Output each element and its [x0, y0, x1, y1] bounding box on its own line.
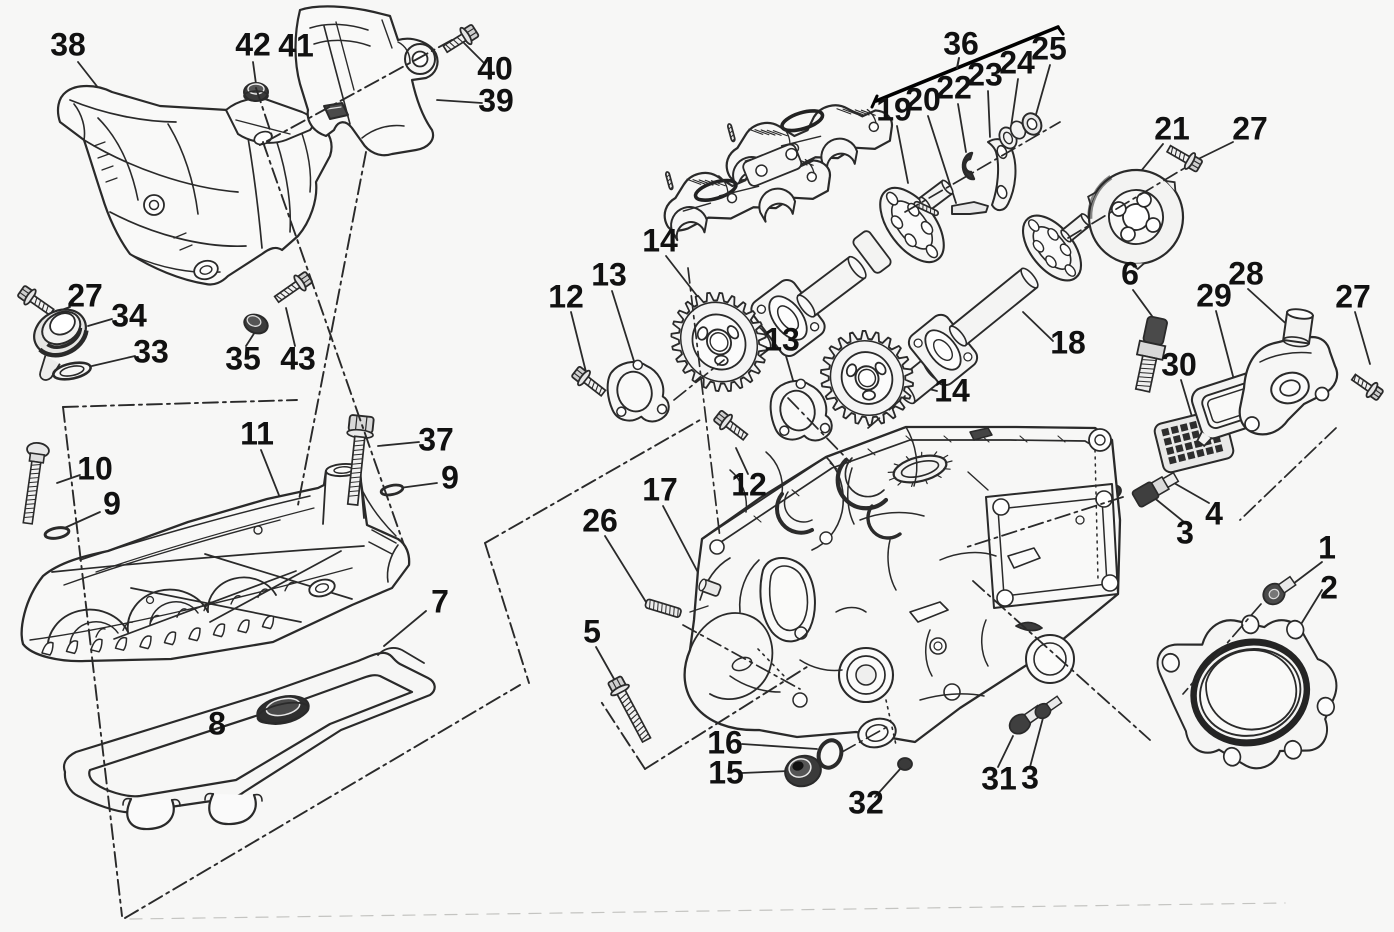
svg-text:41: 41 [278, 27, 314, 63]
svg-text:23: 23 [967, 56, 1003, 92]
svg-text:9: 9 [441, 459, 459, 495]
svg-text:26: 26 [582, 502, 618, 538]
svg-text:42: 42 [235, 26, 271, 62]
svg-text:18: 18 [1050, 324, 1086, 360]
svg-text:12: 12 [731, 466, 767, 502]
svg-text:12: 12 [548, 278, 584, 314]
svg-text:5: 5 [583, 613, 601, 649]
svg-text:33: 33 [133, 333, 169, 369]
svg-text:31: 31 [981, 760, 1017, 796]
svg-text:1: 1 [1318, 529, 1336, 565]
svg-text:3: 3 [1021, 759, 1039, 795]
svg-text:15: 15 [708, 754, 744, 790]
svg-text:40: 40 [477, 50, 513, 86]
svg-text:13: 13 [764, 321, 800, 357]
svg-text:37: 37 [418, 421, 454, 457]
svg-text:28: 28 [1228, 255, 1264, 291]
svg-text:17: 17 [642, 471, 678, 507]
svg-text:14: 14 [934, 372, 970, 408]
svg-text:2: 2 [1320, 569, 1338, 605]
svg-text:38: 38 [50, 26, 86, 62]
svg-text:35: 35 [225, 340, 261, 376]
svg-text:29: 29 [1196, 277, 1232, 313]
svg-text:14: 14 [642, 222, 678, 258]
svg-text:7: 7 [431, 583, 449, 619]
svg-text:43: 43 [280, 340, 316, 376]
svg-text:34: 34 [111, 297, 147, 333]
svg-text:21: 21 [1154, 110, 1190, 146]
svg-text:11: 11 [240, 415, 274, 451]
svg-text:32: 32 [848, 784, 884, 820]
svg-text:27: 27 [1232, 110, 1268, 146]
svg-text:6: 6 [1121, 255, 1139, 291]
svg-text:9: 9 [103, 485, 121, 521]
svg-text:30: 30 [1161, 346, 1197, 382]
svg-text:25: 25 [1031, 30, 1067, 66]
svg-text:27: 27 [1335, 278, 1371, 314]
svg-text:8: 8 [208, 705, 226, 741]
svg-text:27: 27 [67, 277, 103, 313]
svg-text:10: 10 [77, 450, 113, 486]
svg-text:39: 39 [478, 82, 514, 118]
svg-text:3: 3 [1176, 514, 1194, 550]
svg-text:24: 24 [999, 44, 1035, 80]
svg-text:13: 13 [591, 256, 627, 292]
svg-text:4: 4 [1205, 495, 1223, 531]
